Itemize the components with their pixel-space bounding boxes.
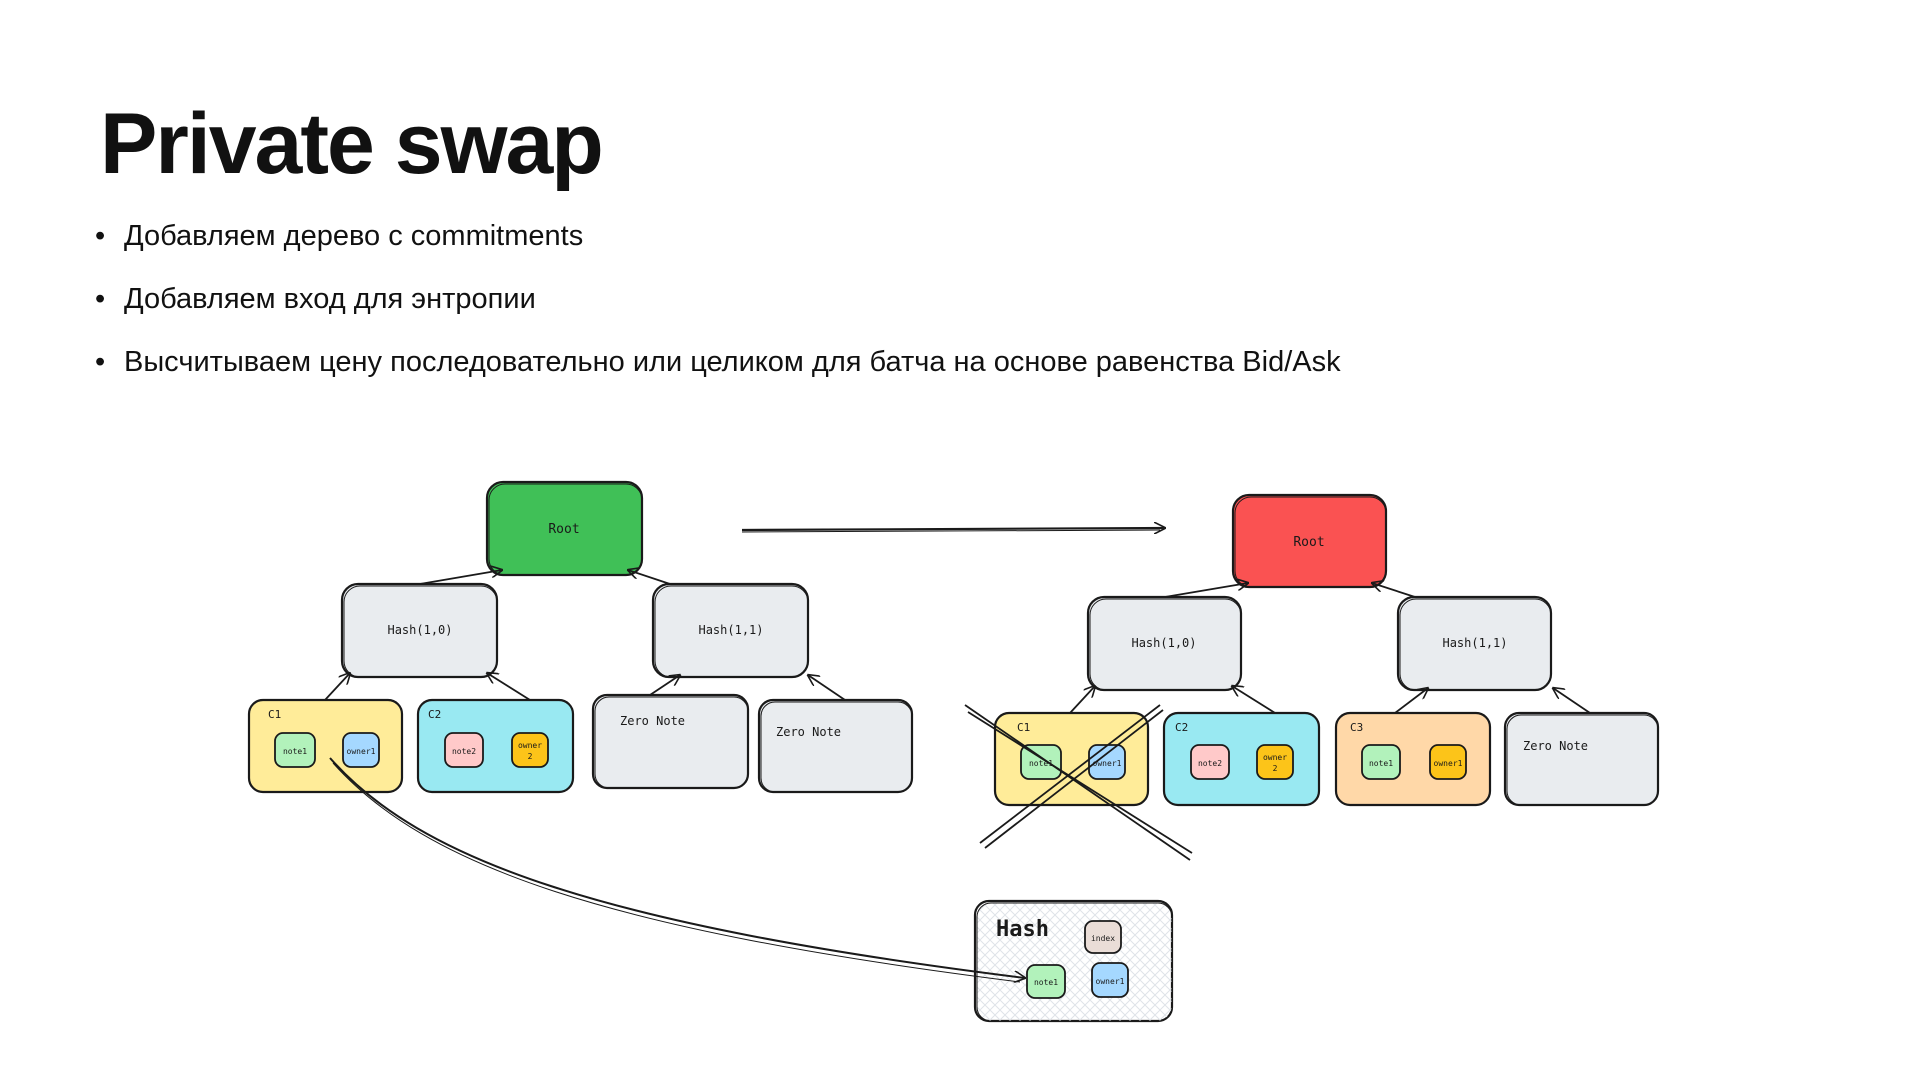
bullet-item: Добавляем вход для энтропии — [95, 281, 1341, 317]
zero-note-label: Zero Note — [620, 714, 685, 728]
bullet-item: Добавляем дерево с commitments — [95, 218, 1341, 254]
bullet-list: Добавляем дерево с commitments Добавляем… — [95, 218, 1341, 407]
owner-chip: owner — [518, 741, 542, 750]
hash-left-label: Hash(1,0) — [387, 623, 452, 637]
hash-right-label: Hash(1,1) — [1442, 636, 1507, 650]
owner-chip: owner1 — [1096, 977, 1125, 986]
c3-label: C3 — [1350, 721, 1363, 734]
hash-node-right-after: Hash(1,1) — [1396, 595, 1553, 692]
c2-label: C2 — [1175, 721, 1188, 734]
note-chip: note2 — [1198, 759, 1222, 768]
zero-note-after: Zero Note — [1503, 711, 1660, 807]
hash-box-title: Hash — [996, 917, 1049, 942]
owner-chip: owner1 — [1434, 759, 1463, 768]
commitment-c2-before: C2 note2 owner 2 — [416, 698, 575, 794]
zero-note-1-before: Zero Note — [591, 693, 750, 790]
commitment-c2-after: C2 note2 owner 2 — [1162, 711, 1321, 807]
owner-chip-number: 2 — [528, 752, 533, 761]
c1-label: C1 — [1017, 721, 1030, 734]
transition-arrow — [741, 528, 1165, 530]
transition-arrow-stroke — [741, 529, 1161, 533]
c2-label: C2 — [428, 708, 441, 721]
zero-note-label: Zero Note — [776, 725, 841, 739]
owner-chip: owner1 — [1093, 759, 1122, 768]
tree-after: Root Hash(1,0) Hash(1,1) C1 note1 owner1… — [964, 493, 1660, 861]
slide-title: Private swap — [100, 96, 604, 192]
note-chip: note1 — [1369, 759, 1393, 768]
cross-out-mark — [964, 704, 1193, 861]
root-label: Root — [548, 522, 579, 537]
hash-node-right-before: Hash(1,1) — [651, 582, 810, 679]
hash-node-left-after: Hash(1,0) — [1086, 595, 1243, 692]
note-chip: note1 — [283, 747, 307, 756]
tree-before: Root Hash(1,0) Hash(1,1) C1 note1 owner1… — [247, 480, 914, 794]
index-chip: index — [1091, 934, 1115, 943]
owner-chip: owner1 — [347, 747, 376, 756]
hash-right-label: Hash(1,1) — [698, 623, 763, 637]
hash-box: Hash index note1 owner1 — [973, 899, 1174, 1023]
note-chip: note1 — [1034, 978, 1058, 987]
hash-node-left-before: Hash(1,0) — [340, 582, 499, 679]
zero-note-label: Zero Note — [1523, 739, 1588, 753]
tree-edges-before — [324, 570, 846, 701]
commitment-c3-after: C3 note1 owner1 — [1334, 711, 1492, 807]
hash-left-label: Hash(1,0) — [1131, 636, 1196, 650]
zero-note-2-before: Zero Note — [757, 698, 914, 794]
hash-derivation-arrow — [329, 757, 1025, 982]
root-node-after: Root — [1231, 493, 1388, 589]
commitment-c1-after: C1 note1 owner1 — [993, 711, 1150, 807]
root-label: Root — [1293, 535, 1324, 550]
owner-chip-number: 2 — [1273, 764, 1278, 773]
root-node-before: Root — [485, 480, 644, 577]
commitment-c1-before: C1 note1 owner1 — [247, 698, 404, 794]
note-chip: note1 — [1029, 759, 1053, 768]
owner-chip: owner — [1263, 753, 1287, 762]
note-chip: note2 — [452, 747, 476, 756]
tree-edges-after — [1069, 583, 1591, 714]
bullet-item: Высчитываем цену последовательно или цел… — [95, 344, 1341, 380]
c1-label: C1 — [268, 708, 281, 721]
